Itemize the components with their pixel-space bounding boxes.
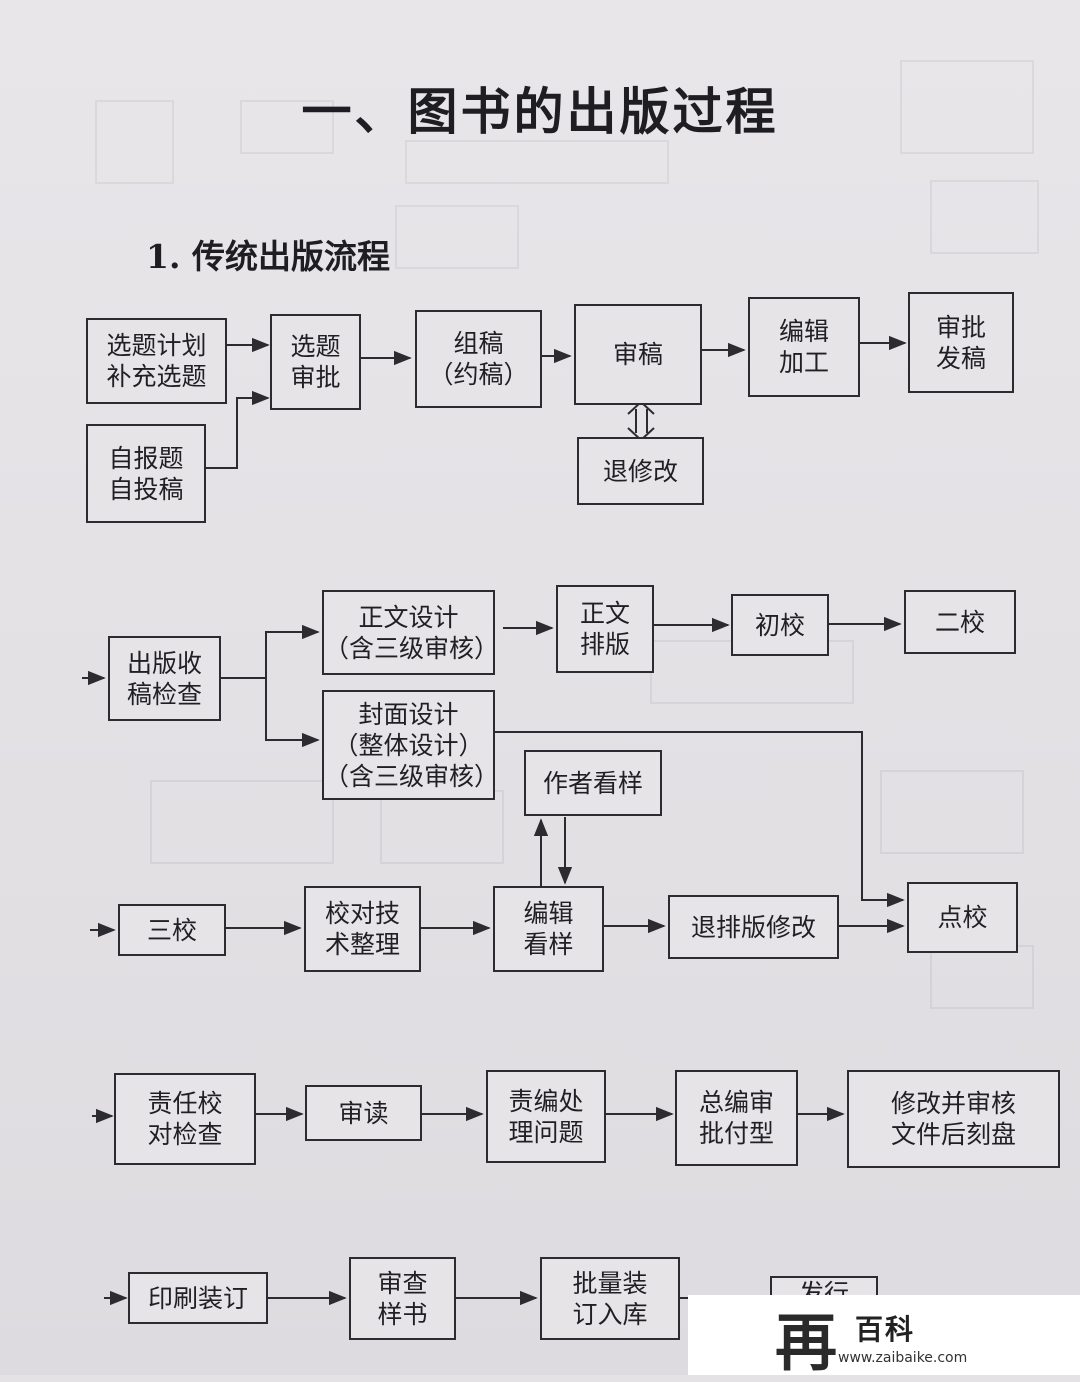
bleed-through-box: [95, 100, 174, 184]
flow-box-return-revision: 退修改: [577, 437, 704, 505]
watermark-logo: 再: [775, 1306, 838, 1379]
arrow-b14-b20: [495, 731, 905, 908]
flow-box-return-retypeset: 退排版修改: [668, 895, 839, 959]
bleed-through-box: [880, 770, 1024, 854]
arrow-b9-b10: [221, 624, 320, 679]
flow-box-solicit-manuscript: 组稿 （约稿）: [415, 310, 542, 408]
flow-box-review-reading: 审读: [305, 1085, 422, 1141]
flow-box-second-proof: 二校: [904, 590, 1016, 654]
flow-box-body-design: 正文设计 （含三级审核）: [322, 590, 499, 675]
flow-box-spot-check: 点校: [907, 882, 1018, 953]
flow-box-warehousing: 批量装 订入库: [540, 1257, 680, 1340]
bleed-through-box: [395, 205, 519, 269]
flow-box-manuscript-review: 审稿: [574, 304, 702, 405]
flow-box-topic-approval: 选题 审批: [270, 314, 361, 410]
flow-box-proofread-tech: 校对技 术整理: [304, 886, 421, 972]
flow-box-editor-review: 编辑 看样: [493, 886, 604, 972]
flow-box-final-files: 修改并审核 文件后刻盘: [847, 1070, 1060, 1168]
bleed-through-box: [930, 180, 1039, 254]
flow-box-topic-plan: 选题计划 补充选题: [86, 318, 227, 404]
flow-box-cover-design: 封面设计 （整体设计） （含三级审核）: [322, 690, 499, 800]
arrow-b9-b14: [265, 678, 320, 748]
flow-box-first-proof: 初校: [731, 594, 829, 656]
flow-box-printing: 印刷装订: [128, 1272, 268, 1324]
flow-box-editing: 编辑 加工: [748, 297, 860, 397]
flow-box-receipt-check: 出版收 稿检查: [108, 636, 221, 721]
section-heading: 1. 传统出版流程: [146, 237, 390, 276]
flow-box-self-submission: 自报题 自投稿: [86, 424, 206, 523]
watermark-brand: 百科: [855, 1313, 916, 1346]
flow-box-third-proof: 三校: [118, 904, 226, 956]
watermark-url: www.zaibaike.com: [838, 1350, 968, 1366]
bleed-through-box: [240, 100, 334, 154]
bleed-through-box: [150, 780, 334, 864]
page-title: 一、图书的出版过程: [301, 82, 779, 141]
flow-box-sample-check: 审查 样书: [349, 1257, 456, 1340]
watermark-panel: [688, 1295, 1080, 1375]
flow-box-body-typesetting: 正文 排版: [556, 585, 654, 673]
flow-box-responsible-check: 责任校 对检查: [114, 1073, 256, 1165]
flow-box-author-review: 作者看样: [524, 750, 662, 816]
bleed-through-box: [900, 60, 1034, 154]
flow-box-approve-release: 审批 发稿: [908, 292, 1014, 393]
bleed-through-box: [405, 140, 669, 184]
flow-box-chief-approval: 总编审 批付型: [675, 1070, 798, 1166]
flow-box-editor-handle: 责编处 理问题: [486, 1070, 606, 1163]
arrow-b2-b3: [206, 390, 270, 469]
